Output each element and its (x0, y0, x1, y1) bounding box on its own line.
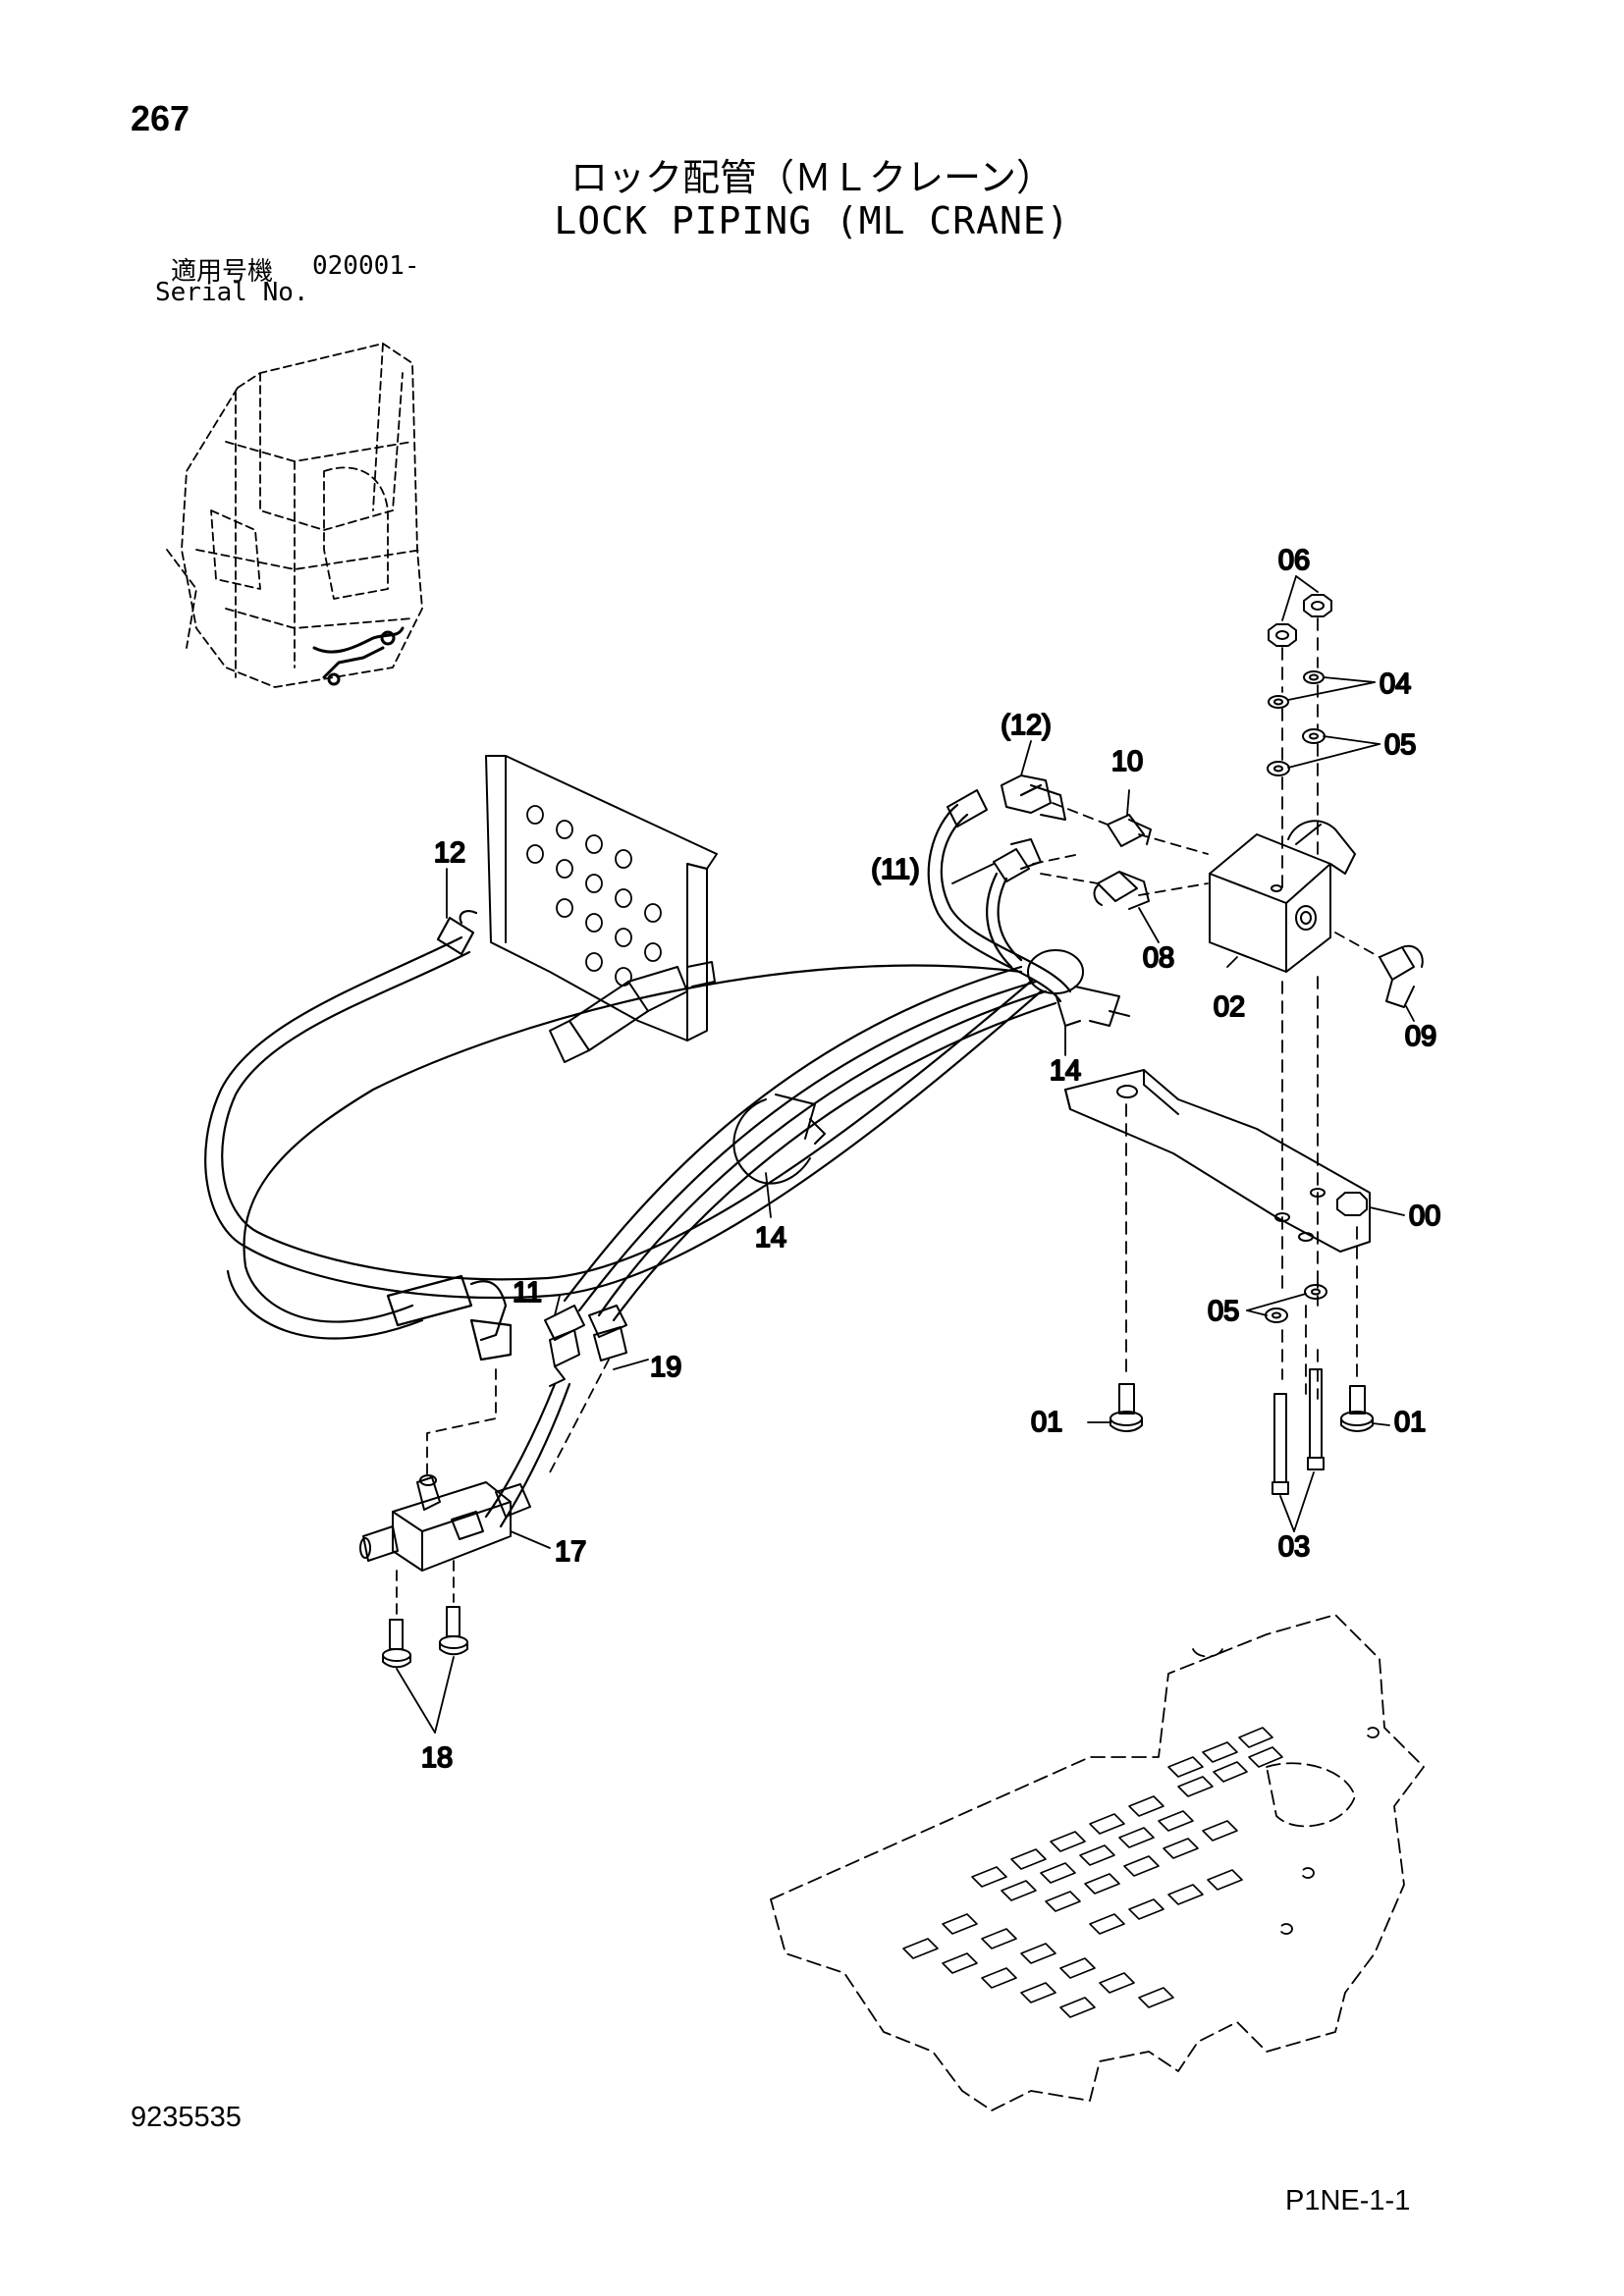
page-number: 267 (131, 98, 190, 138)
clamp-14-upper (1027, 949, 1130, 1027)
elbow-09 (1379, 944, 1424, 1008)
hose-upper-pair (927, 783, 1072, 1003)
callout-09: 09 (1405, 1021, 1436, 1052)
callout-14-upper: 14 (1050, 1055, 1081, 1087)
page-title-japanese: ロック配管（ＭＬクレーン） (569, 156, 1055, 199)
callout-19: 19 (650, 1352, 681, 1383)
callout-08: 08 (1143, 942, 1174, 974)
washer-04 (1268, 670, 1325, 709)
callout-18: 18 (421, 1742, 453, 1774)
callout-12-paren: (12) (1001, 710, 1052, 741)
hose-12 (204, 909, 1043, 1300)
callout-10: 10 (1111, 746, 1143, 777)
stud-bolt-03 (1272, 1368, 1325, 1495)
fitting-11 (544, 1305, 585, 1387)
valve-to-elbow-leader (1334, 932, 1380, 958)
quick-coupler (549, 961, 716, 1063)
floor-plate (770, 1614, 1425, 2111)
washer-05-top (1267, 728, 1326, 776)
bolt-01-left (1110, 1383, 1143, 1432)
bolt-18-axes (396, 1560, 455, 1616)
callout-17: 17 (555, 1536, 586, 1568)
adapter-10 (1107, 814, 1152, 847)
callout-04: 04 (1380, 668, 1411, 700)
callout-00: 00 (1409, 1201, 1440, 1232)
hose-pair-centre (563, 965, 1057, 1322)
sheet-code: P1NE-1-1 (1285, 2185, 1411, 2216)
callout-14-middle: 14 (755, 1222, 786, 1254)
manifold-leader (426, 1368, 497, 1478)
callout-11: 11 (513, 1277, 542, 1308)
serial-label-japanese: 適用号機 (171, 257, 274, 287)
nut-06-right (1303, 594, 1332, 617)
callout-05-bottom: 05 (1208, 1296, 1239, 1327)
serial-label-english: Serial No. (155, 278, 309, 307)
elbow-08 (1093, 871, 1150, 910)
page-title-english: LOCK PIPING (ML CRANE) (554, 199, 1070, 242)
drawing-number: 9235535 (131, 2102, 242, 2133)
callout-01-left: 01 (1031, 1407, 1062, 1438)
dashed-stud-axes (1281, 617, 1319, 1400)
mounting-bracket-00 (1064, 1069, 1371, 1253)
callout-11-paren: (11) (871, 854, 919, 885)
floor-plate-grille (902, 1727, 1283, 2018)
perforated-bracket-plate (485, 755, 718, 1041)
cab-highlighted-piping (312, 626, 405, 686)
manifold-17 (359, 1474, 531, 1572)
cab-overview-thumbnail (166, 343, 423, 688)
callout-12: 12 (434, 837, 465, 869)
bolt-18-right (439, 1606, 468, 1656)
callout-02: 02 (1214, 991, 1245, 1023)
callout-06: 06 (1278, 545, 1310, 576)
callout-05-top: 05 (1384, 729, 1416, 761)
fitting-19-leader (549, 1359, 610, 1473)
valve-block-02 (1209, 820, 1356, 973)
serial-number-value: 020001- (312, 251, 420, 281)
hose-11-return (226, 964, 1023, 1362)
hose-fittings-upper (947, 774, 1066, 882)
bolt-01-right (1340, 1385, 1374, 1432)
bolt-18-left (382, 1619, 411, 1669)
callout-01-right: 01 (1394, 1407, 1426, 1438)
callout-leaders (396, 575, 1415, 1734)
nut-06-left (1268, 623, 1297, 647)
hose-to-manifold (484, 1382, 571, 1528)
callout-03: 03 (1278, 1531, 1310, 1563)
dashed-leaders-upper (1032, 802, 1209, 896)
clamp-14-middle (732, 1094, 826, 1185)
fitting-19 (588, 1305, 627, 1362)
